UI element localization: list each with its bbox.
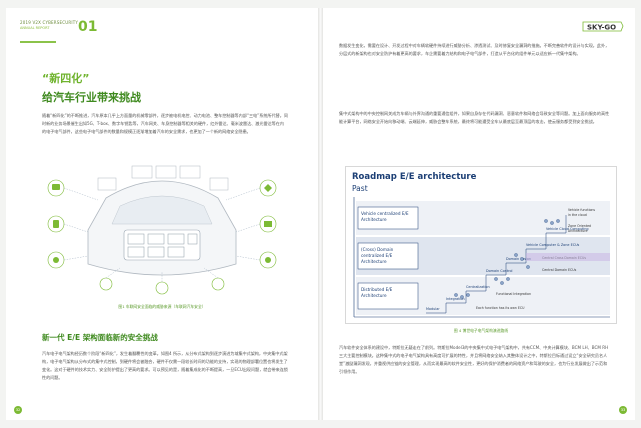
svg-text:Each function has its own ECU: Each function has its own ECU [476,306,525,310]
svg-text:Architecture: Architecture [361,259,387,264]
step-modular: Modular [426,307,440,311]
chapter-title: “新四化” 给汽车行业带来挑战 [42,70,141,105]
right-paragraph-2: 集中式架构中的中央控制网关成为车辆与外界沟通的重要通信组件，如果自身存在代码漏洞… [339,111,610,124]
svg-text:Architecture: Architecture [361,217,387,222]
step-cloud: Vehicle Cloud Computing [546,227,589,231]
report-year: 2019 V2X CYBERSECURITY [20,20,78,25]
svg-text:Zone Oriented: Zone Oriented [568,224,591,228]
title-line-1: “新四化” [42,72,90,85]
skygo-logo: SKY-GO [582,21,624,32]
intro-paragraph: 随着“新四化”的不断推进，汽车原本几乎上方面量的机械零部件，逐步被电机电控、动力… [42,113,288,134]
roadmap-figure: Roadmap E/E architecture Past Vehicle ce… [345,166,617,324]
section-heading: 新一代 E/E 架构面临新的安全挑战 [42,333,158,342]
chapter-number: 01 [78,19,98,35]
roadmap-caption: 图 4 博世电子电气架构演进路线 [453,328,509,333]
section-paragraph: 汽车电子电气架构经历数个阶段“新四化”，发生着翻覆性的变革。如图4 所示，从分布… [42,351,288,380]
step-integration: Integration [446,297,465,301]
logo-text: SKY-GO [587,24,616,32]
header-rule [20,41,56,43]
svg-text:in the cloud: in the cloud [568,213,587,217]
right-paragraph-3: 汽车软件安全体系的建设中，特斯拉无疑走在了前列。特斯拉Model3的中央集中式电… [339,345,609,374]
row-label-vehicle-centralized: Vehicle centralized E/E [361,211,409,216]
svg-text:Vehicle Computer & Zone ECUs: Vehicle Computer & Zone ECUs [526,243,580,247]
page-number-left: 32 [14,406,22,414]
page-gutter [318,8,323,420]
threat-diagram [47,165,277,295]
svg-text:Architecture: Architecture [361,293,387,298]
svg-text:Functional Integration: Functional Integration [496,292,531,296]
report-header: 2019 V2X CYBERSECURITY ANNUAL REPORT [20,20,78,30]
step-centralization: Centralization [466,285,490,289]
report-subtitle: ANNUAL REPORT [20,26,50,30]
row-label-distributed: Distributed E/E [361,287,393,292]
step-domain-fusion: Domain Fusion [506,257,531,261]
diagram-caption: 图1 车联网安全面临的威胁来源（车联网汽车安全） [118,304,206,309]
page-number-right: 33 [619,406,627,414]
row-label-domain-centralized: (Cross) Domain [361,247,394,252]
svg-text:Central Domain ECUs: Central Domain ECUs [542,268,577,272]
svg-text:Architecture: Architecture [568,229,588,233]
svg-text:centralized E/E: centralized E/E [361,253,393,258]
left-page: 2019 V2X CYBERSECURITY ANNUAL REPORT 01 … [6,8,318,420]
svg-text:Vehicle functions: Vehicle functions [568,208,595,212]
roadmap-title: Roadmap E/E architecture [352,172,477,182]
step-domain-control: Domain Control [486,269,513,273]
right-page: SKY-GO 数据发生变化，需要在设计、开发过程中对车辆软硬件持续进行威胁分析、… [323,8,635,420]
roadmap-subtitle: Past [352,184,368,193]
right-paragraph-1: 数据发生变化，需要在设计、开发过程中对车辆软硬件持续进行威胁分析、渗透测试、及时… [339,43,610,56]
title-line-2: 给汽车行业带来挑战 [42,91,141,104]
roadmap-graphic: Vehicle centralized E/E Architecture (Cr… [353,197,610,318]
